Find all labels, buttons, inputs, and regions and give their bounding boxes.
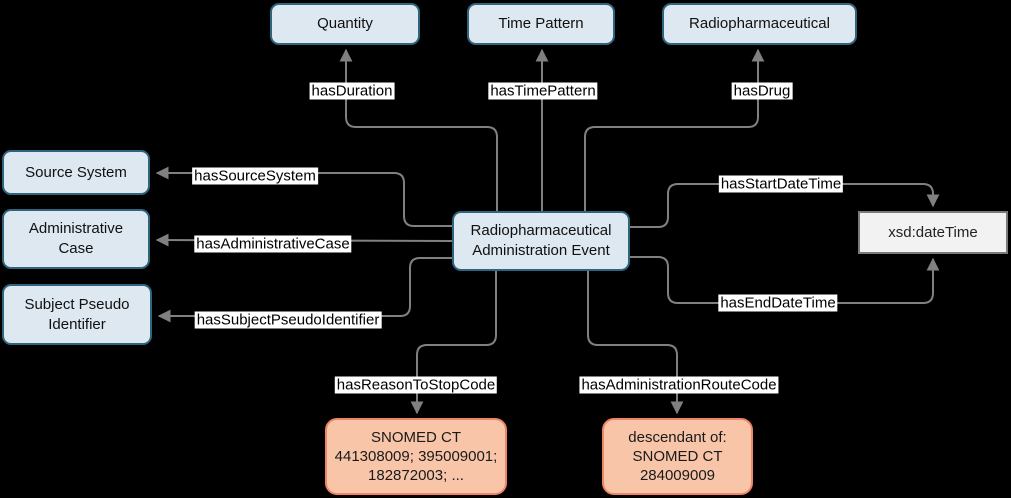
edge-label-has-source-system: hasSourceSystem [192, 167, 318, 185]
edge-label-has-end-date-time: hasEndDateTime [718, 294, 838, 312]
edge-has-drug [584, 48, 765, 211]
edge-has-start-date-time [630, 183, 940, 228]
node-subject-pseudo-identifier: Subject Pseudo Identifier [2, 284, 152, 345]
edge-has-end-date-time [630, 256, 940, 304]
node-time-pattern: Time Pattern [467, 3, 615, 45]
edge-label-has-administrative-case: hasAdministrativeCase [194, 235, 352, 253]
node-radiopharmaceutical: Radiopharmaceutical [662, 3, 857, 45]
node-administrative-case: Administrative Case [2, 209, 150, 269]
edge-label-has-reason-to-stop-code: hasReasonToStopCode [334, 376, 498, 394]
edge-label-has-subject-pseudo-identifier: hasSubjectPseudoIdentifier [194, 311, 382, 329]
edge-has-administration-route-code [587, 271, 684, 415]
edge-label-has-time-pattern: hasTimePattern [488, 82, 598, 100]
edge-has-subject-pseudo-identifier [157, 257, 452, 323]
node-reason-to-stop-codes: SNOMED CT 441308009; 395009001; 18287200… [325, 418, 507, 495]
edge-label-has-administration-route-code: hasAdministrationRouteCode [579, 376, 779, 394]
edge-has-duration [339, 48, 498, 211]
node-source-system: Source System [2, 150, 150, 195]
edge-has-reason-to-stop-code [410, 271, 497, 415]
edge-label-has-duration: hasDuration [309, 82, 395, 100]
edge-has-source-system [155, 166, 452, 227]
node-administration-route-codes: descendant of: SNOMED CT 284009009 [602, 418, 753, 495]
node-xsd-datetime: xsd:dateTime [858, 211, 1008, 254]
edge-label-has-start-date-time: hasStartDateTime [718, 175, 844, 193]
node-radiopharmaceutical-administration-event: Radiopharmaceutical Administration Event [452, 211, 630, 271]
edge-label-has-drug: hasDrug [731, 82, 793, 100]
node-quantity: Quantity [270, 3, 420, 45]
